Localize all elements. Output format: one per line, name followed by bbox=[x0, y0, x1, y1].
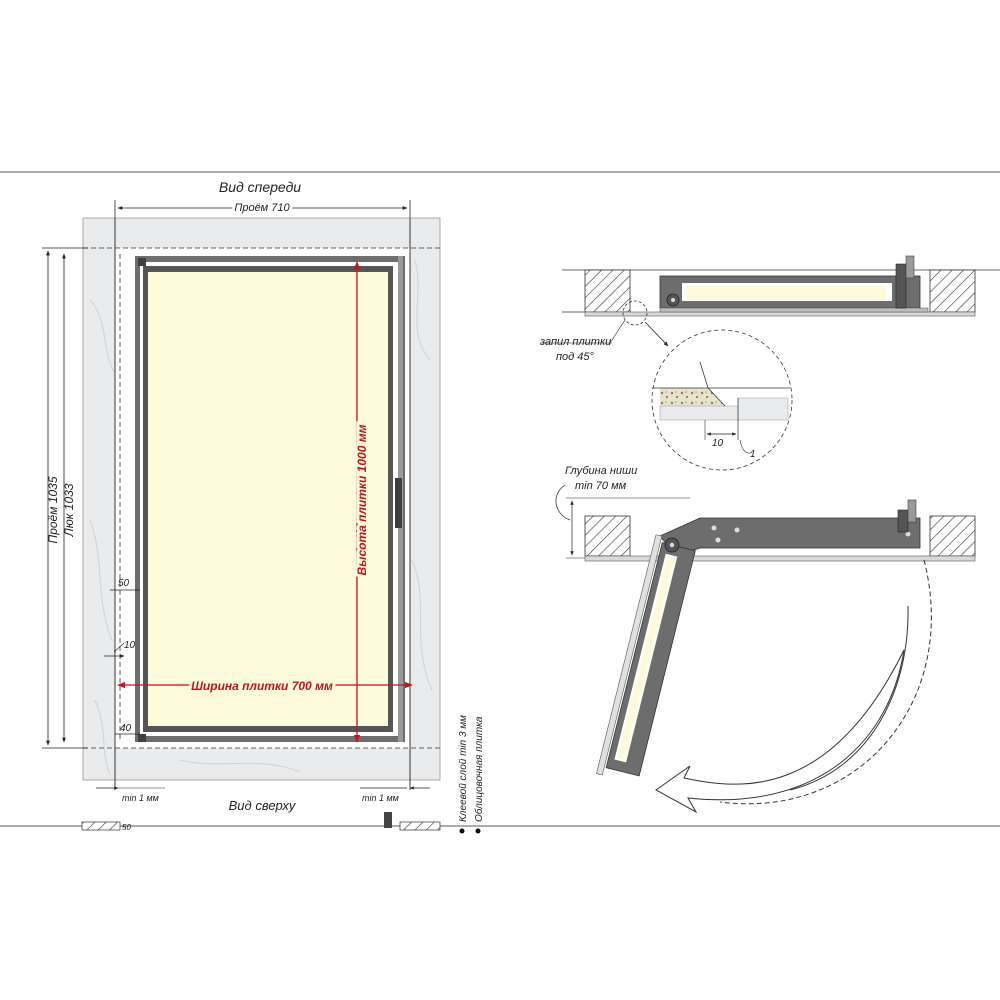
front-view-title: Вид спереди bbox=[219, 179, 301, 195]
front-view: Вид спереди Проём 710 bbox=[42, 179, 441, 813]
opening-width-label: Проём 710 bbox=[234, 202, 290, 214]
wall-left-section bbox=[584, 269, 631, 313]
closed-lock-bolt bbox=[895, 263, 907, 309]
top-view-title: Вид сверху bbox=[229, 798, 297, 813]
tile-cut-detail: 10 1 bbox=[651, 329, 793, 471]
top-view-dim-50: 50 bbox=[122, 823, 131, 832]
hatch-height-label: Люк 1033 bbox=[62, 483, 76, 537]
niche-depth-label: Глубина ниши bbox=[565, 465, 637, 477]
detail-dim-1: 1 bbox=[750, 449, 756, 460]
dim-10-label: 10 bbox=[124, 640, 136, 651]
wall-right-section bbox=[929, 269, 976, 313]
lock-latch bbox=[395, 478, 402, 528]
swing-arrow bbox=[655, 649, 905, 814]
dim-50-label: 50 bbox=[118, 578, 130, 589]
detail-dim-10: 10 bbox=[712, 438, 724, 449]
tile-height-label: Высота плитки 1000 мм bbox=[355, 424, 369, 575]
tile-cut-label-2: под 45° bbox=[556, 351, 595, 363]
legend-glue-layer: Клеевой слой min 3 мм bbox=[458, 715, 469, 822]
dim-40-label: 40 bbox=[120, 723, 132, 734]
legend-facing-tile: Облицовочная плитка bbox=[473, 716, 485, 822]
min-gap-left-label: min 1 мм bbox=[122, 793, 159, 803]
tile-width-label: Ширина плитки 700 мм bbox=[191, 679, 333, 693]
closed-section-view: запил плитки под 45° bbox=[539, 255, 1000, 363]
top-view: 50 bbox=[81, 812, 441, 832]
min-gap-right-label: min 1 мм bbox=[362, 793, 399, 803]
hinge-bottom bbox=[138, 734, 146, 742]
open-hatch-panel bbox=[596, 534, 696, 777]
tile-panel bbox=[148, 272, 388, 726]
opening-height-label: Проём 1035 bbox=[46, 476, 60, 543]
hinge-top bbox=[138, 258, 146, 266]
open-hatch-frame bbox=[659, 517, 921, 557]
open-section-view: Глубина ниши min 70 мм bbox=[555, 465, 976, 814]
niche-depth-value: min 70 мм bbox=[575, 480, 627, 492]
legend: Клеевой слой min 3 мм Облицовочная плитк… bbox=[458, 715, 485, 834]
tile-cut-label-1: запил плитки bbox=[539, 336, 611, 348]
